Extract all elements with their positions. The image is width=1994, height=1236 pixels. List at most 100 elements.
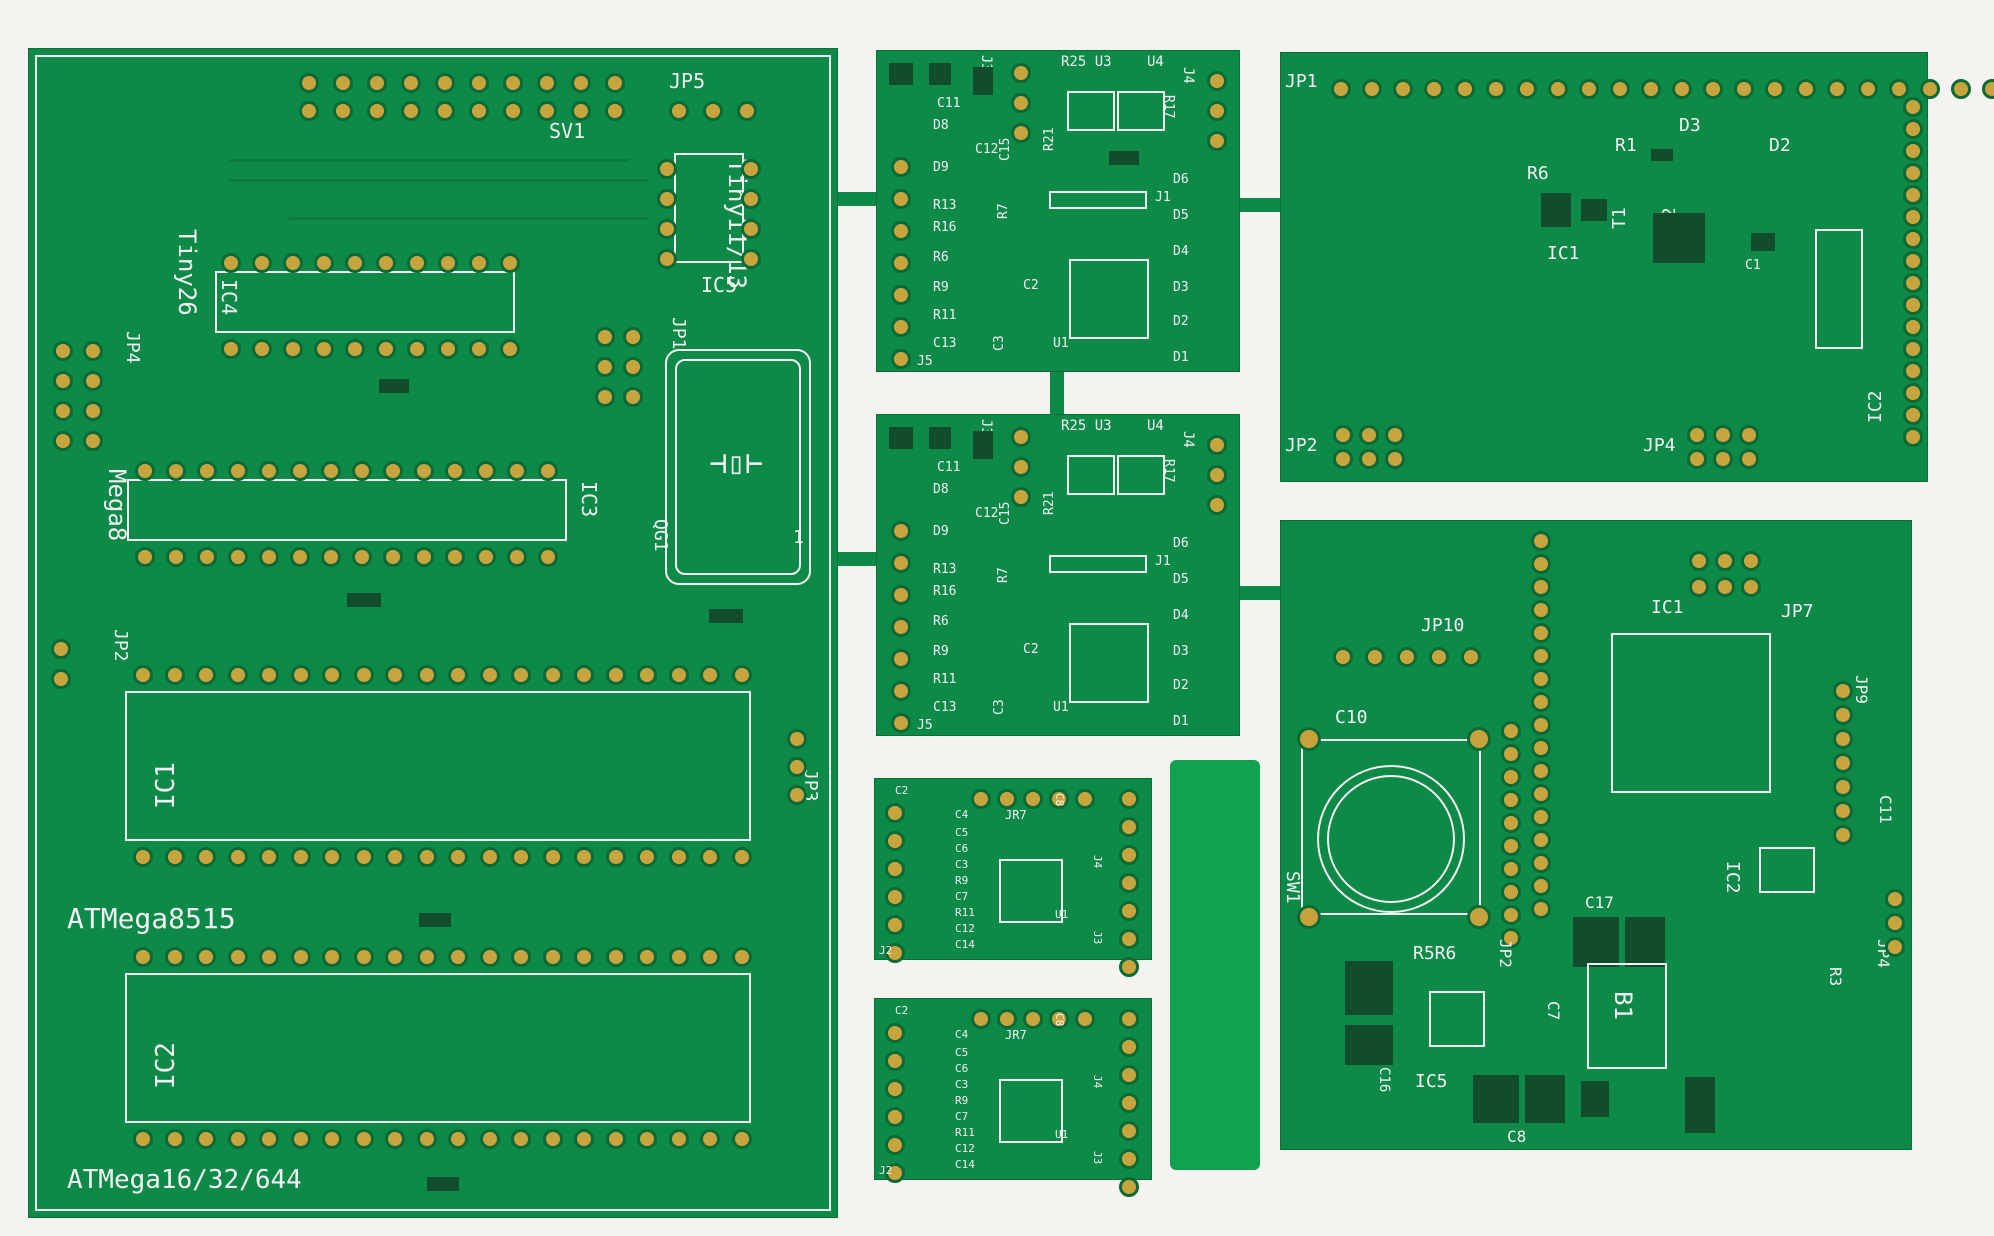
c16-capacitor-2: [1345, 1025, 1393, 1065]
label-jp2: JP2: [1285, 435, 1318, 456]
sv1-header-pads-row2: [299, 101, 625, 121]
ic4-outline: [215, 271, 515, 333]
label-c8: C8: [1053, 793, 1066, 807]
label-r7: R7: [996, 567, 1011, 583]
sw1-mount-pad: [1297, 905, 1321, 929]
small-top-header: [971, 789, 1095, 809]
label-r21: R21: [1042, 491, 1057, 515]
smd-part: [347, 593, 381, 607]
label-r21: R21: [1042, 127, 1057, 151]
ic4-pads-bottom: [221, 339, 520, 359]
label-d8: D8: [933, 118, 949, 133]
label-c3: C3: [992, 335, 1007, 351]
ic3-pads-bottom: [135, 547, 558, 567]
c17-capacitor-2: [1625, 917, 1665, 967]
label-j2: J2: [879, 1164, 893, 1177]
right-top-pcb-board: JP1 D3 R1 D2 R6 IC1 T1 L2 C1 IC2 JP2 JP4: [1280, 52, 1994, 482]
smd-part: [929, 427, 951, 449]
mid-second-left-header: [891, 521, 911, 733]
label-r9: R9: [955, 874, 969, 887]
label-c8: C8: [1507, 1127, 1527, 1146]
smd-part: [709, 609, 743, 623]
sw1-mount-pad: [1297, 727, 1321, 751]
right-bottom-pcb-board: IC1 JP7 JP10 JP9 C10 C11 SW1 IC2 C17 R5R…: [1280, 520, 1912, 1150]
jp2-long-header-col2: [1501, 721, 1521, 948]
jp1-pads: [595, 327, 615, 407]
trace: [229, 179, 649, 182]
label-ic1: IC1: [1651, 597, 1684, 618]
label-jp9: JP9: [1852, 675, 1871, 704]
ic5-pads-left: [657, 159, 677, 269]
u1-outline: [1069, 259, 1149, 339]
ic2-outline: [1759, 847, 1815, 893]
jp9-pads: [1833, 681, 1853, 845]
j1-outline: [1049, 555, 1147, 573]
label-j4: J4: [1091, 1075, 1104, 1089]
crystal-symbol: ⊣▯⊢: [709, 446, 764, 481]
label-d3: D3: [1173, 644, 1189, 659]
label-d5: D5: [1173, 208, 1189, 223]
smd-part: [1685, 1077, 1715, 1133]
label-c15: C15: [998, 137, 1013, 161]
label-ic5: IC5: [701, 273, 738, 297]
label-c4: C4: [955, 808, 969, 821]
smd-part: [1581, 199, 1607, 221]
smd-part: [973, 431, 993, 459]
label-qg1-pin1: 1: [793, 527, 804, 548]
label-c7: C7: [955, 1110, 969, 1123]
ic1-outline: [125, 691, 751, 841]
sv1-header-pads: [299, 73, 625, 93]
label-j5: J5: [917, 354, 933, 369]
jp1-pads-col2: [623, 327, 643, 407]
label-j2: J2: [879, 944, 893, 957]
label-d1: D1: [1173, 350, 1189, 365]
u4-outline: [1117, 455, 1165, 495]
label-sv1: SV1: [549, 119, 586, 143]
label-c12: C12: [975, 142, 999, 157]
label-c3: C3: [992, 699, 1007, 715]
qg1-inner-outline: [675, 359, 801, 575]
smd-part: [1651, 149, 1673, 161]
label-c12: C12: [955, 922, 975, 935]
j4-pads: [1207, 435, 1227, 515]
ic5-outline: [1429, 991, 1485, 1047]
c8-capacitor-2: [1525, 1075, 1565, 1123]
break-tab: [1050, 372, 1064, 414]
label-c8: C8: [1053, 1013, 1066, 1027]
label-ic5: IC5: [1415, 1071, 1448, 1092]
u4-outline: [1117, 91, 1165, 131]
label-r11: R11: [933, 672, 957, 687]
j3-pads: [1011, 63, 1031, 143]
sw1-mount-pad: [1467, 905, 1491, 929]
mid-pcb-board-top: J3 R25 U3 U4 J4 C11 D8 C12 R17 D9 C15 R2…: [876, 50, 1240, 372]
small-left-header: [885, 1023, 905, 1183]
label-r6: R6: [933, 614, 949, 629]
left-board-outline: [35, 55, 831, 1211]
label-j1: J1: [1155, 190, 1171, 205]
label-jr7: JR7: [1005, 808, 1027, 822]
ic4-pads-top: [221, 253, 520, 273]
label-j4: J4: [1091, 855, 1104, 869]
sw1-mount-pad: [1467, 727, 1491, 751]
jp2-pads: [1333, 425, 1405, 445]
label-c15: C15: [998, 501, 1013, 525]
ic3-outline: [127, 479, 567, 541]
smd-part: [973, 67, 993, 95]
label-c11: C11: [1876, 795, 1895, 824]
label-c1: C1: [1745, 258, 1761, 273]
u1-outline: [1069, 623, 1149, 703]
label-r6: R6: [1527, 163, 1549, 184]
label-j3: J3: [1091, 931, 1104, 945]
label-jp4: JP4: [122, 331, 143, 364]
ic2-pads-top: [133, 947, 752, 967]
label-c2: C2: [895, 1004, 909, 1017]
label-atmega16: ATMega16/32/644: [67, 1165, 302, 1195]
label-c14: C14: [955, 938, 975, 951]
smd-part: [1653, 213, 1705, 263]
c8-capacitor: [1473, 1075, 1519, 1123]
label-j4: J4: [1180, 67, 1196, 84]
small-right-header: [1119, 1009, 1139, 1197]
jp4-pads: [1885, 889, 1905, 957]
label-c12: C12: [955, 1142, 975, 1155]
label-mega8: Mega8: [103, 469, 131, 542]
